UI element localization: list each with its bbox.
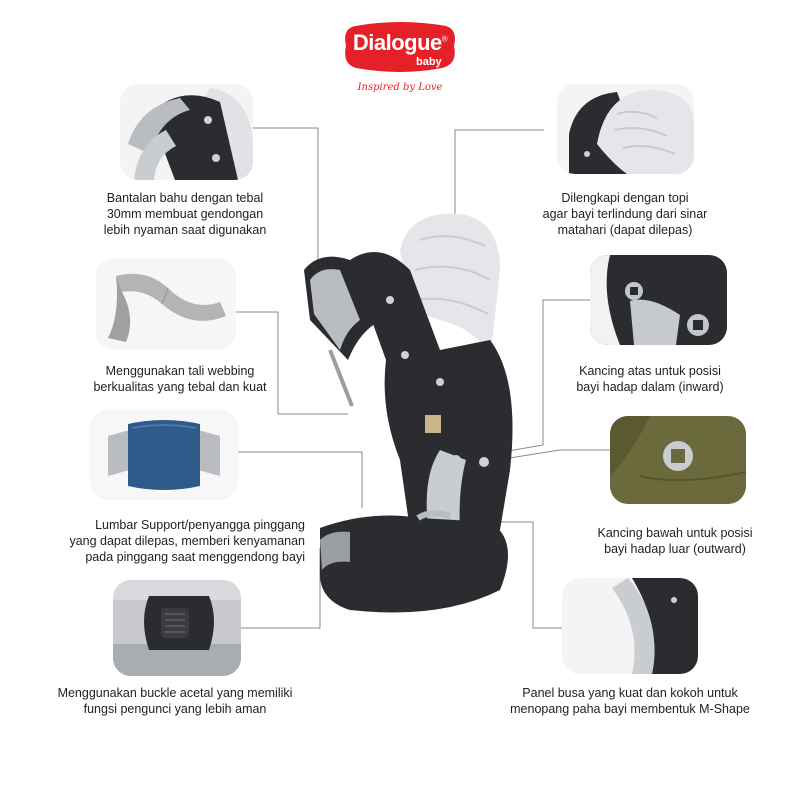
thumb-webbing — [96, 258, 236, 350]
baby-carrier-product — [304, 213, 513, 613]
caption-shoulder: Bantalan bahu dengan tebal 30mm membuat … — [103, 191, 267, 237]
caption-lumbar: Lumbar Support/penyangga pinggang yang d… — [69, 518, 305, 564]
thumb-lumbar-support — [90, 410, 238, 500]
logo-wordmark: Dialogue® — [352, 30, 448, 55]
thumb-top-button — [590, 255, 727, 345]
caption-buckle: Menggunakan buckle acetal yang memiliki … — [57, 686, 293, 716]
logo-tagline: Inspired by Love — [357, 82, 443, 93]
thumb-foam-panel — [562, 578, 698, 674]
logo-sub: baby — [416, 56, 442, 68]
caption-panel: Panel busa yang kuat dan kokoh untuk men… — [510, 686, 750, 716]
caption-bottom-button: Kancing bawah untuk posisi bayi hadap lu… — [597, 526, 753, 556]
thumb-shoulder-pad — [120, 84, 253, 180]
brand-logo: Dialogue® baby Inspired by Love — [338, 18, 462, 100]
caption-top-button: Kancing atas untuk posisi bayi hadap dal… — [576, 364, 724, 394]
caption-hood: Dilengkapi dengan topi agar bayi terlind… — [542, 191, 708, 237]
thumb-buckle — [113, 580, 241, 676]
thumb-bottom-button — [610, 416, 746, 504]
logo-badge-shape — [345, 22, 455, 72]
thumb-hood — [557, 84, 694, 174]
caption-webbing: Menggunakan tali webbing berkualitas yan… — [93, 364, 267, 394]
